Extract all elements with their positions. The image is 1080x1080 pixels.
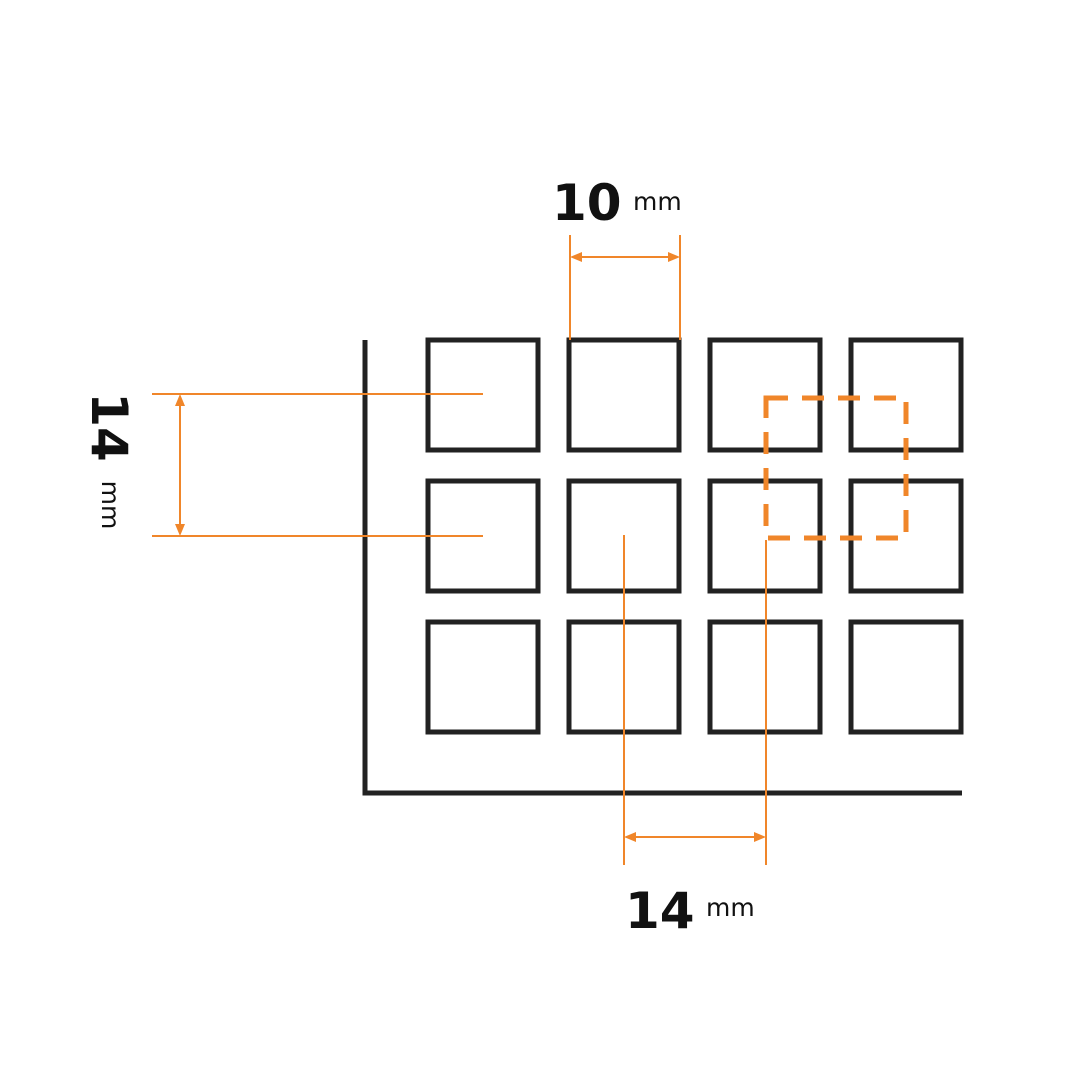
arrowhead-left bbox=[570, 252, 582, 262]
square-hole bbox=[848, 337, 964, 453]
vertical-pitch-value: 14 bbox=[80, 392, 138, 462]
hole-size-dimension: 10 mm bbox=[552, 174, 682, 340]
horizontal-pitch-value: 14 bbox=[625, 882, 695, 940]
arrowhead-right bbox=[754, 832, 766, 842]
horizontal-pitch-dimension: 14 mm bbox=[623, 535, 767, 940]
square-hole bbox=[848, 478, 964, 594]
vertical-pitch-dimension: 14 mm bbox=[80, 392, 483, 537]
hole-size-unit: mm bbox=[633, 187, 682, 216]
arrowhead-bottom bbox=[175, 524, 185, 536]
square-hole bbox=[425, 619, 541, 735]
sheet-edge bbox=[362, 340, 962, 796]
arrowhead-left bbox=[624, 832, 636, 842]
square-hole bbox=[566, 337, 682, 453]
pitch-cell-outline bbox=[763, 395, 909, 541]
square-hole bbox=[848, 619, 964, 735]
arrowhead-right bbox=[668, 252, 680, 262]
horizontal-pitch-unit: mm bbox=[706, 893, 755, 922]
arrowhead-top bbox=[175, 394, 185, 406]
hole-size-value: 10 bbox=[552, 174, 622, 232]
vertical-pitch-unit: mm bbox=[96, 481, 125, 530]
